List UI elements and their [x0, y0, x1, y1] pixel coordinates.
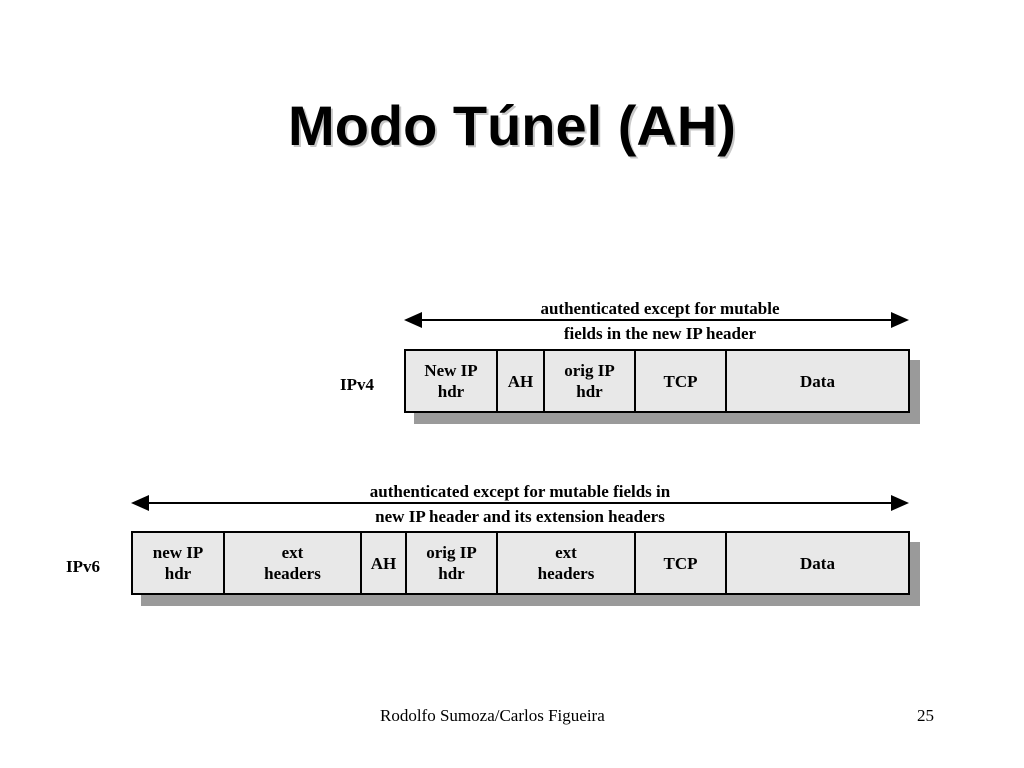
ipv6-cell-tcp: TCP — [636, 533, 727, 593]
ipv6-packet: new IP hdr ext headers AH orig IP hdr ex… — [131, 531, 910, 595]
ipv6-cell-orig-ip-hdr: orig IP hdr — [407, 533, 498, 593]
slide-title: Modo Túnel (AH) — [288, 94, 736, 157]
ipv6-cell-ext-headers: ext headers — [225, 533, 362, 593]
ipv4-cell-data: Data — [800, 371, 835, 391]
ipv4-cell-ah: AH — [498, 351, 545, 411]
ipv4-row-label: IPv4 — [340, 375, 374, 394]
ipv6-auth-label: authenticated except for mutable fields … — [369, 482, 671, 526]
ipv6-cell-ext-headers-2: ext headers — [498, 533, 636, 593]
ipv6-cell-data: Data — [800, 553, 835, 573]
footer-author: Rodolfo Sumoza/Carlos Figueira — [380, 706, 605, 725]
ipv4-auth-label: authenticated except for mutable fields … — [540, 299, 780, 343]
ipv4-cell-tcp: TCP — [636, 351, 727, 411]
ipv4-cell-orig-ip-hdr: orig IP hdr — [545, 351, 636, 411]
ipv4-packet: New IP hdr AH orig IP hdr TCP Data — [404, 349, 910, 413]
ipv4-cell-new-ip-hdr: New IP hdr — [406, 351, 498, 411]
page-number: 25 — [917, 706, 934, 725]
ipv6-cell-new-ip-hdr: new IP hdr — [133, 533, 225, 593]
ipv6-row-label: IPv6 — [66, 557, 100, 576]
ipv6-cell-ah: AH — [362, 533, 407, 593]
